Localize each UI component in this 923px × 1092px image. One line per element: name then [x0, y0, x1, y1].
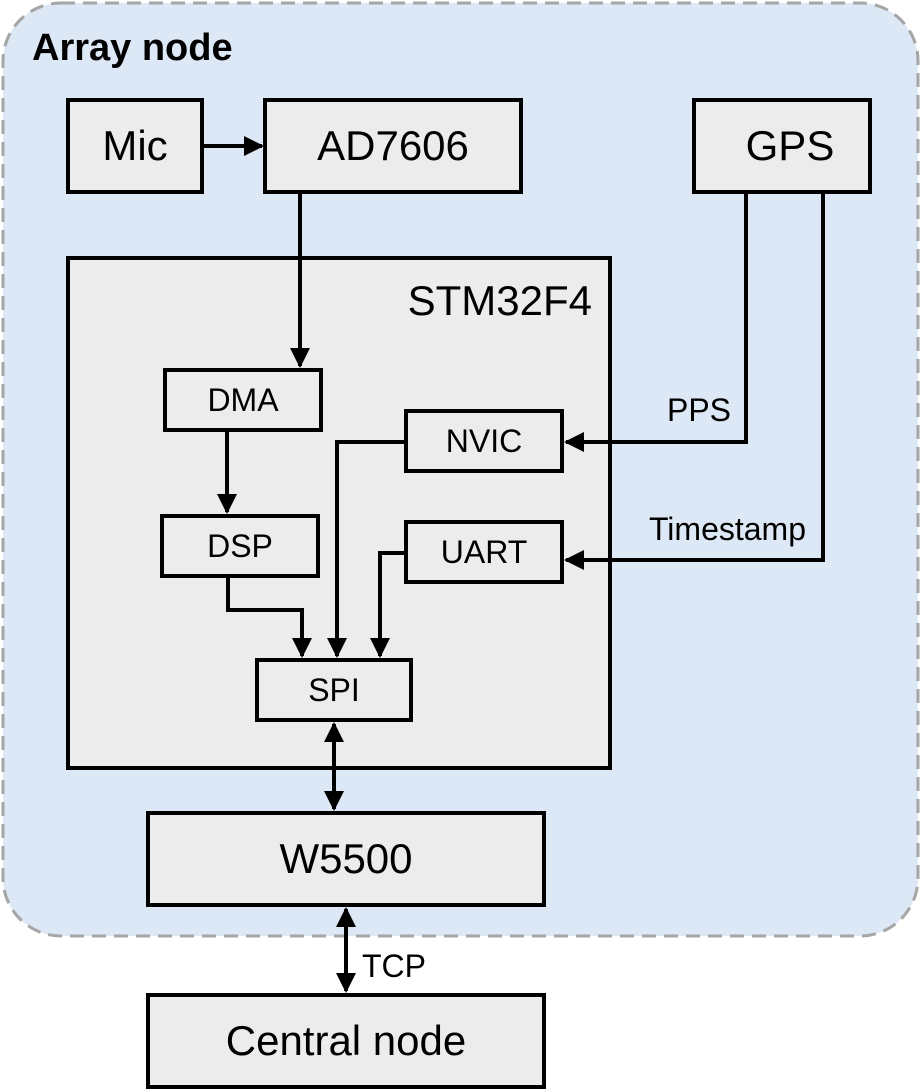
dsp-label: DSP	[207, 528, 273, 564]
central-node-block: Central node	[146, 993, 546, 1089]
dma-label: DMA	[207, 382, 279, 418]
spi-block: SPI	[255, 658, 413, 722]
uart-label: UART	[441, 534, 528, 570]
array-node-title: Array node	[32, 27, 233, 69]
pps-arrow	[564, 192, 748, 452]
pps-label: PPS	[667, 392, 731, 428]
mic-block: Mic	[66, 98, 204, 194]
gps-block: GPS	[692, 98, 872, 194]
ad7606-block: AD7606	[263, 98, 523, 194]
central-node-label: Central node	[226, 1017, 467, 1064]
nvic-block: NVIC	[404, 409, 564, 473]
timestamp-label: Timestamp	[649, 511, 806, 547]
gps-label: GPS	[746, 122, 835, 169]
tcp-label: TCP	[362, 948, 426, 984]
dma-block: DMA	[163, 368, 323, 432]
timestamp-arrow	[564, 192, 825, 570]
ad7606-label: AD7606	[317, 122, 469, 169]
stm32f4-label: STM32F4	[408, 277, 592, 324]
uart-to-spi-arrow	[370, 551, 406, 658]
dsp-to-spi-arrow	[226, 576, 312, 658]
nvic-to-spi-arrow	[327, 440, 406, 658]
nvic-label: NVIC	[446, 423, 522, 459]
w5500-block: W5500	[146, 811, 546, 907]
mic-label: Mic	[102, 122, 167, 169]
uart-block: UART	[404, 520, 564, 584]
dsp-block: DSP	[160, 514, 320, 578]
w5500-label: W5500	[279, 835, 412, 882]
spi-label: SPI	[308, 672, 360, 708]
